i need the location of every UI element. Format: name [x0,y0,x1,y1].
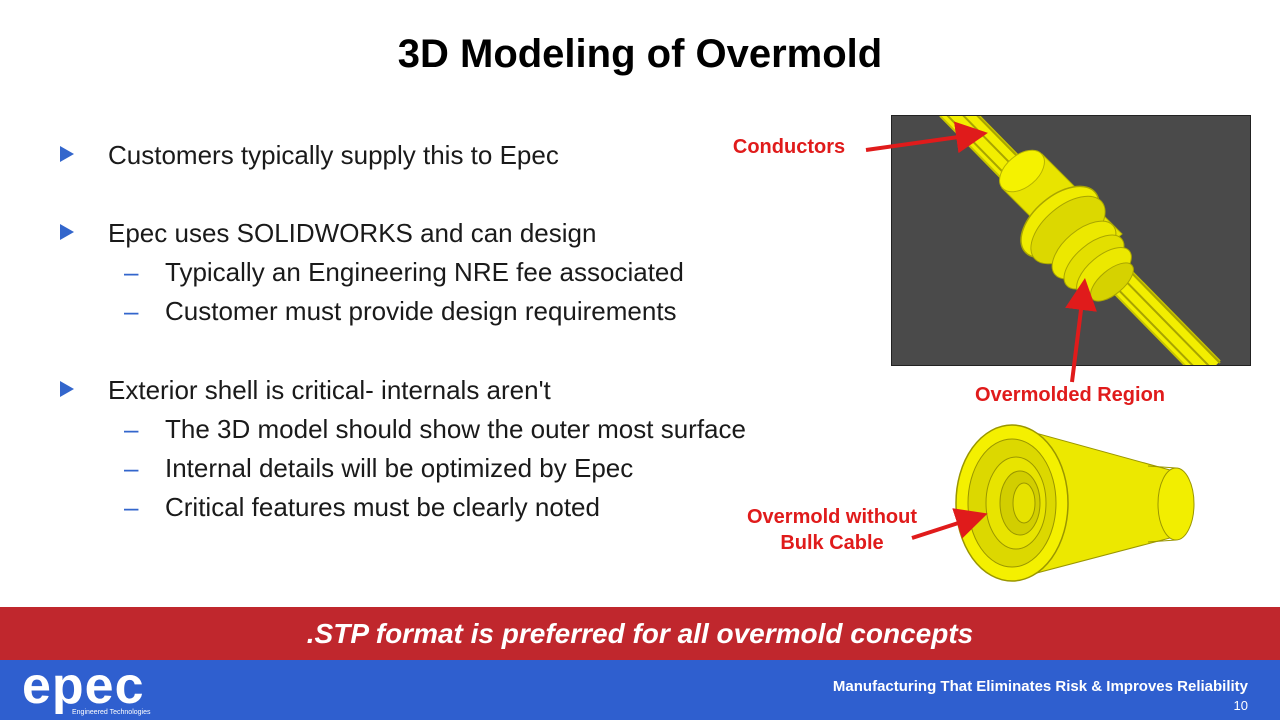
footer-tagline: Manufacturing That Eliminates Risk & Imp… [832,678,1248,695]
epec-logo-subtitle: Engineered Technologies [72,709,151,716]
callout-conductors: Conductors [732,136,846,158]
sub-bullet-dash: – [124,453,139,483]
epec-logo: epec [22,657,145,715]
sub-bullet-text: The 3D model should show the outer most … [165,414,746,444]
slide-title: 3D Modeling of Overmold [397,32,883,76]
bullet-triangle-icon [60,224,74,240]
cable-render-illustration [939,116,1221,365]
sub-bullet-text: Typically an Engineering NRE fee associa… [165,257,684,287]
sub-bullet-dash: – [124,492,139,522]
callout-line: Bulk Cable [780,532,884,554]
overmold-boot-render [955,424,1195,582]
bullet-text: Exterior shell is critical- internals ar… [108,375,551,405]
callout-line: Overmold without [747,506,917,528]
footer-bar: epec Engineered Technologies Manufacturi… [0,660,1280,720]
callout-overmolded-region: Overmolded Region [974,384,1166,406]
sub-bullet-text: Customer must provide design requirement… [165,296,677,326]
bullet-text: Customers typically supply this to Epec [108,140,559,170]
sub-bullet-text: Internal details will be optimized by Ep… [165,453,634,483]
bullet-text: Epec uses SOLIDWORKS and can design [108,218,597,248]
bullet-triangle-icon [60,146,74,162]
bullet-triangle-icon [60,381,74,397]
sub-bullet-dash: – [124,414,139,444]
sub-bullet-dash: – [124,257,139,287]
stp-format-banner: .STP format is preferred for all overmol… [0,607,1280,660]
callout-overmold-without-bulk-cable: Overmold without Bulk Cable [724,504,940,556]
sub-bullet-text: Critical features must be clearly noted [165,492,600,522]
cable-overmold-render [891,115,1251,366]
sub-bullet-dash: – [124,296,139,326]
page-number: 10 [1233,698,1248,713]
